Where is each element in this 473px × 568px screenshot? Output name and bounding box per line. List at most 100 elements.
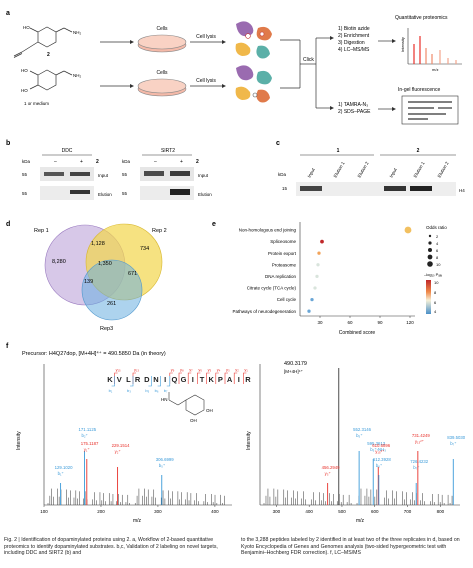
compound-1-label: 1 or medium xyxy=(24,101,49,106)
steps-top: 1) Biotin azide 2) Enrichment 3) Digesti… xyxy=(338,26,370,53)
lane-label: Elution 1 xyxy=(333,160,346,178)
size-legend-dot xyxy=(428,234,432,238)
peak-mz-label: 229.1514 xyxy=(112,443,131,448)
spectrum-x-tick-label: 600 xyxy=(371,509,379,514)
dotplot-category-label: Protein export xyxy=(268,251,297,256)
spectrum-x-tick-label: 500 xyxy=(338,509,346,514)
dish-bottom xyxy=(137,78,187,97)
input-label: Input xyxy=(98,173,109,178)
peak-ion-label: b₂⁺ xyxy=(82,433,88,438)
elution-label: Elution xyxy=(98,192,112,197)
venn-rep1-rep2: 1,128 xyxy=(91,241,105,247)
precursor-peak-label: 490.3179 xyxy=(284,361,307,367)
peak-mz-label: 175.1187 xyxy=(81,441,99,446)
y-ion-label: y₃ xyxy=(226,367,230,372)
sequence-residue: G xyxy=(181,375,187,384)
spectrum-x-tick-label: 800 xyxy=(437,509,445,514)
dotplot-x-tick-label: 90 xyxy=(377,320,383,325)
steps-bottom: 1) TAMRA-N₃ 2) SDS–PAGE xyxy=(338,102,371,115)
b-ion-label: b₇ xyxy=(164,388,168,393)
venn-only-rep3: 261 xyxy=(107,301,116,307)
compound-2-mark: 2 xyxy=(96,159,99,165)
color-legend-tick: 8 xyxy=(434,290,437,295)
b-ion-bracket xyxy=(111,376,115,387)
dotplot-x-tick-label: 30 xyxy=(317,320,323,325)
minus-sign: – xyxy=(54,159,57,165)
y-ion-label: y₁ xyxy=(244,367,248,372)
color-legend-tick: 10 xyxy=(434,280,439,285)
arrow-head xyxy=(130,84,134,88)
y-ion-bracket xyxy=(178,372,182,384)
arrow-head xyxy=(222,84,226,88)
arrow-head xyxy=(130,40,134,44)
spectrum-x-tick-label: 400 xyxy=(305,509,313,514)
sequence-residue: K xyxy=(107,375,113,384)
compound-1-structure xyxy=(29,69,73,91)
dotplot-point xyxy=(315,274,319,279)
sequence-residue: A xyxy=(227,375,233,384)
marker-55: 55 xyxy=(22,191,28,196)
size-legend-value: 2 xyxy=(436,234,439,239)
color-legend-tick: 4 xyxy=(434,309,437,314)
b-ion-bracket xyxy=(130,376,134,387)
ddc-elution-blot xyxy=(40,186,94,200)
y-ion-bracket xyxy=(197,372,201,384)
elution-label: Elution xyxy=(198,192,212,197)
panel-label-d: d xyxy=(6,221,10,228)
peak-mz-label: 595.3613 xyxy=(367,441,386,446)
y-ion-bracket xyxy=(215,372,219,384)
sequence-residue: I xyxy=(164,375,166,384)
peak-mz-label: 129.1020 xyxy=(55,465,74,470)
size-legend-title: Odds ratio xyxy=(426,225,447,230)
arrow-head xyxy=(330,106,334,110)
dotplot-point xyxy=(313,286,317,290)
lane-label: Elution 2 xyxy=(357,160,370,178)
dotplot-point xyxy=(307,309,311,313)
step-item: 1) TAMRA-N₃ xyxy=(338,102,368,108)
oh-label-4: OH xyxy=(206,408,213,413)
dopamine-structure xyxy=(168,392,205,416)
peak-ion-label: b₅⁺ xyxy=(356,433,362,438)
sequence-residue: K xyxy=(208,375,214,384)
plus-sign: + xyxy=(180,159,183,165)
peak-mz-label: 839.5030 xyxy=(447,435,466,440)
step-item: 2) Enrichment xyxy=(338,33,370,39)
size-legend-dot xyxy=(427,261,433,267)
y-ion-bracket xyxy=(206,372,210,384)
marker-15: 15 xyxy=(282,186,288,191)
step-item: 2) SDS–PAGE xyxy=(338,109,371,115)
peak-ion-label: y₃⁺ xyxy=(325,471,331,476)
y-ion-label: y₄ xyxy=(217,367,221,372)
precursor-line: Precursor: H4Q27dop, [M+4H]⁴⁺ = 490.5850… xyxy=(22,350,166,357)
step-item: 4) LC–MS/MS xyxy=(338,47,370,53)
panel-label-c: c xyxy=(276,140,280,147)
venn-label-rep1: Rep 1 xyxy=(34,228,49,234)
peak-mz-label: 306.6999 xyxy=(156,457,175,462)
venn-diagram xyxy=(44,223,163,321)
arrow-head xyxy=(392,107,396,111)
quant-ylabel: Intensity xyxy=(400,37,405,52)
y-ion-bracket xyxy=(243,372,247,384)
dotplot-category-label: Pathways of neurodegeneration xyxy=(232,309,296,314)
peak-ion-label: y₂⁺ xyxy=(115,449,121,454)
panel-label-e: e xyxy=(212,221,216,228)
cells-label-top: Cells xyxy=(156,26,168,32)
minus-sign: – xyxy=(154,159,157,165)
sequence-residue: V xyxy=(117,375,122,384)
sequence-residue: I xyxy=(192,375,194,384)
venn-rep1-rep3: 139 xyxy=(84,279,93,285)
dotplot-category-label: Cell cycle xyxy=(277,297,297,302)
lane-labels: Input Elution 1 Elution 2 Input Elution … xyxy=(307,160,450,178)
cells-label-bottom: Cells xyxy=(156,70,168,76)
lane-label: Elution 2 xyxy=(437,160,450,178)
dotplot-point xyxy=(404,226,412,234)
peak-mz-label: 171.1125 xyxy=(79,427,97,432)
b-ion-bracket xyxy=(148,376,152,387)
sequence-residue: Q xyxy=(171,375,177,384)
dotplot-category-label: Non-homologous end joining xyxy=(239,228,297,233)
spectrum-right-xlabel: m/z xyxy=(356,518,365,524)
gel-title: In-gel fluorescence xyxy=(398,87,440,93)
